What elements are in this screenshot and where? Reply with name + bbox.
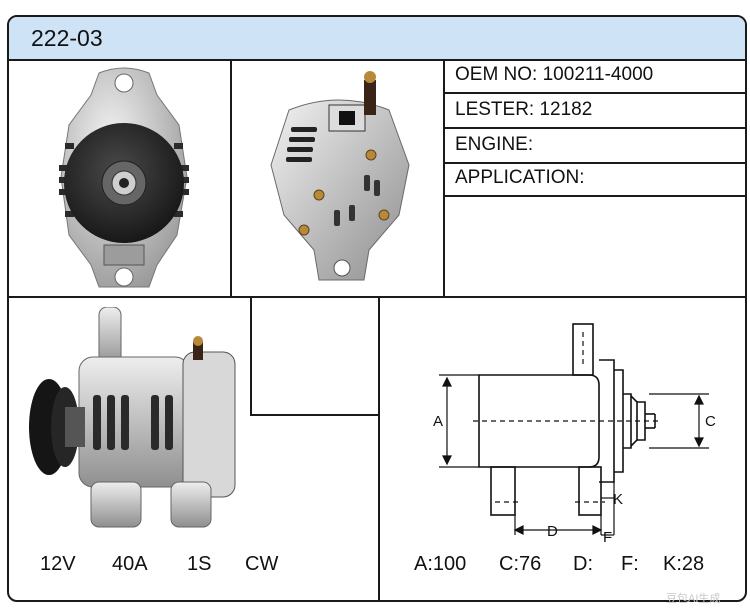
- divider: [378, 296, 380, 600]
- dimension-label-f: F: [603, 529, 612, 542]
- divider: [9, 296, 745, 298]
- alternator-side-photo: [29, 307, 236, 528]
- divider: [250, 414, 380, 416]
- dimension-label-a: A: [433, 413, 443, 430]
- oem-number: OEM NO: 100211-4000: [455, 64, 654, 85]
- application-label: APPLICATION:: [455, 167, 585, 188]
- voltage-value: 12V: [40, 553, 76, 575]
- spec-row-lester: LESTER: 12182: [445, 94, 745, 129]
- dimension-d-value: D:: [573, 553, 593, 575]
- alternator-front-photo: [59, 67, 189, 288]
- product-sheet: 222-03 OEM NO: 100211-4000 LESTER: 12182…: [7, 15, 747, 602]
- divider: [443, 59, 445, 296]
- divider: [230, 59, 232, 296]
- lester-number: LESTER: 12182: [455, 99, 593, 120]
- dimension-label-d: D: [547, 523, 558, 540]
- spec-row-oem: OEM NO: 100211-4000: [445, 59, 745, 94]
- dimension-a-value: A:100: [414, 553, 467, 575]
- watermark: 豆包AI生成: [666, 593, 721, 605]
- rotation-value: CW: [245, 553, 279, 575]
- dimension-diagram: A C D F K: [433, 323, 716, 542]
- dimension-f-value: F:: [621, 553, 639, 575]
- part-number-title: 222-03: [31, 25, 103, 51]
- pulley-value: 1S: [187, 553, 212, 575]
- spec-row-application: APPLICATION:: [445, 162, 745, 197]
- engine-label: ENGINE:: [455, 134, 534, 155]
- dimension-k-value: K:28: [663, 553, 705, 575]
- spec-row-engine: ENGINE:: [445, 129, 745, 164]
- dimension-label-k: K: [613, 491, 623, 508]
- dimension-c-value: C:76: [499, 553, 542, 575]
- alternator-rear-photo: [270, 71, 410, 281]
- divider: [250, 296, 252, 414]
- dimension-label-c: C: [705, 413, 716, 430]
- title-bar: 222-03: [9, 17, 745, 61]
- amperage-value: 40A: [112, 553, 148, 575]
